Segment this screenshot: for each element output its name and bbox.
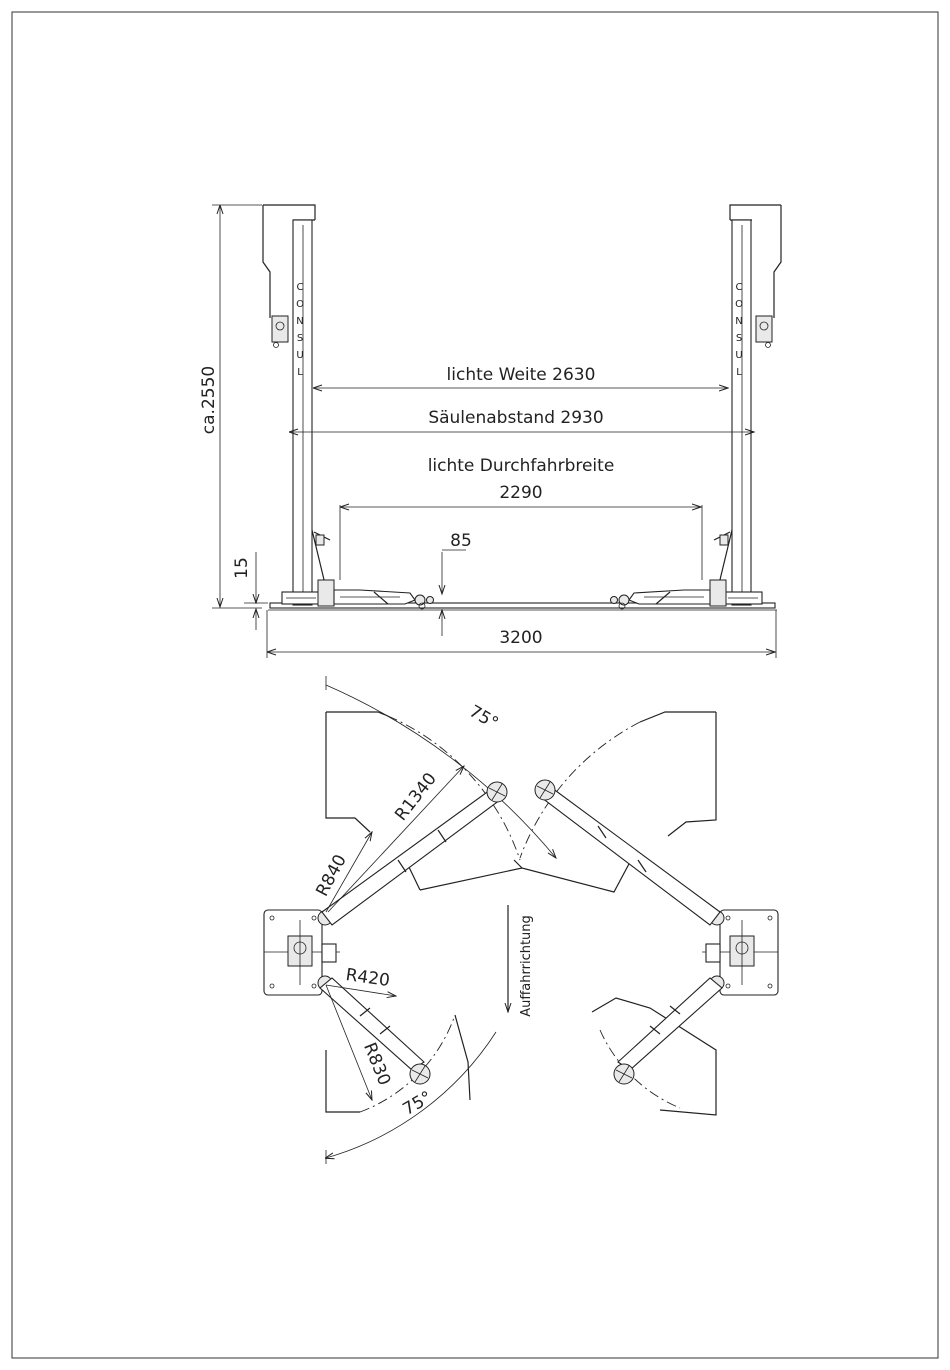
page-border <box>12 12 938 1358</box>
base-height-label: 15 <box>232 557 252 579</box>
direction-label: Auffahrrichtung <box>519 915 534 1017</box>
right-front-arm <box>535 780 720 925</box>
top-left-pad-zone <box>326 712 388 832</box>
brand-letter: S <box>297 333 303 344</box>
radius-short-top-label: R840 <box>312 851 350 899</box>
clear-width-label: lichte Weite 2630 <box>447 365 596 385</box>
base-height-dimension: 15 <box>232 552 268 630</box>
left-column <box>263 205 330 605</box>
elevation-view: C O N S U L C O N S U L ca.2550 15 <box>199 205 781 658</box>
drive-through-label: lichte Durchfahrbreite <box>428 456 615 476</box>
brand-letter: U <box>735 350 742 361</box>
overall-width-dimension: 3200 <box>267 610 776 658</box>
plan-view: 75° R1340 R840 R420 R830 75° Auffahrrich… <box>264 676 778 1164</box>
drive-through-value: 2290 <box>499 483 542 503</box>
brand-letter: N <box>735 316 742 327</box>
arm-height-label: 85 <box>450 531 472 551</box>
bottom-right-pad-zone <box>592 998 716 1115</box>
column-spacing-dimension: Säulenabstand 2930 <box>290 408 754 432</box>
arm-height-dimension: 85 <box>442 531 472 636</box>
height-dimension: ca.2550 <box>199 205 262 608</box>
right-column <box>714 205 781 605</box>
brand-letter: L <box>736 367 742 378</box>
top-right-pad-zone <box>640 712 716 836</box>
height-label: ca.2550 <box>199 366 219 434</box>
brand-letter: U <box>296 350 303 361</box>
brand-letter: O <box>296 299 304 310</box>
angle-bottom-label: 75° <box>399 1087 435 1119</box>
drive-through-dimension: lichte Durchfahrbreite 2290 <box>340 456 702 580</box>
radius-long-top-label: R1340 <box>391 769 441 825</box>
radius-short-bottom-label: R420 <box>344 965 391 991</box>
drive-direction-indicator: Auffahrrichtung <box>508 905 534 1017</box>
brand-letter: S <box>736 333 742 344</box>
angle-top-label: 75° <box>465 701 501 733</box>
clear-width-dimension: lichte Weite 2630 <box>314 365 728 388</box>
center-pad-zone <box>408 860 630 892</box>
brand-letter: O <box>735 299 743 310</box>
right-rear-arm <box>614 978 722 1084</box>
brand-letter: N <box>296 316 303 327</box>
column-spacing-label: Säulenabstand 2930 <box>428 408 603 428</box>
brand-letter: C <box>297 282 304 293</box>
brand-letter: C <box>736 282 743 293</box>
overall-width-label: 3200 <box>499 628 542 648</box>
bottom-left-pad-zone <box>326 1015 470 1112</box>
brand-letter: L <box>297 367 303 378</box>
